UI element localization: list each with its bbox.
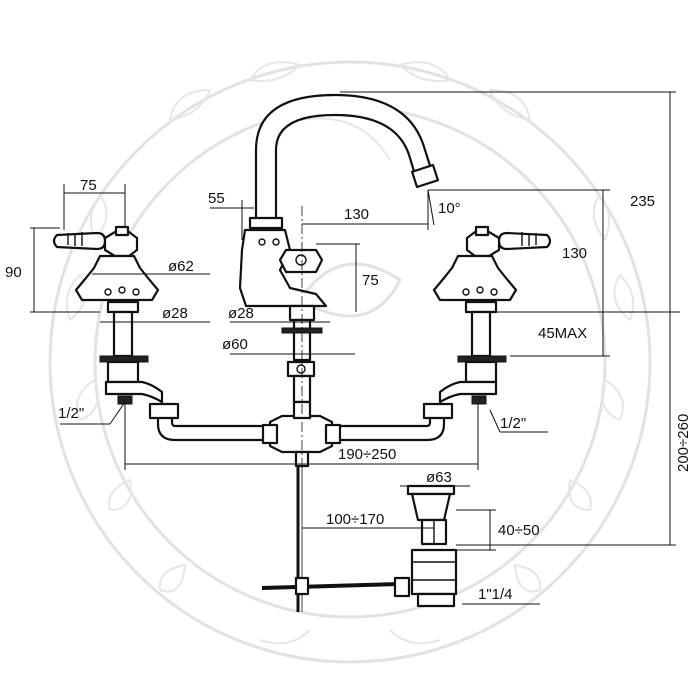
dim-max-deck-thickness: 45MAX [538, 325, 587, 342]
dim-spout-reach: 130 [344, 206, 369, 223]
dim-waste-thread: 1"1/4 [478, 586, 513, 603]
dim-spout-angle: 10° [438, 200, 461, 217]
dim-thread-left: 1/2" [58, 405, 84, 422]
dim-center-spacing: 190÷250 [338, 446, 396, 463]
dim-below-deck-height: 200÷260 [675, 414, 692, 472]
dim-overall-height: 235 [630, 193, 655, 210]
dim-waste-height: 40÷50 [498, 522, 540, 539]
dim-handle-height: 90 [5, 264, 22, 281]
dim-handle-width: 75 [80, 177, 97, 194]
waste-assembly [261, 466, 458, 612]
connection-pipes [148, 400, 454, 468]
dim-spout-stem-diameter: ø28 [228, 305, 254, 322]
dim-valve-body-diameter: ø62 [168, 258, 194, 275]
left-valve [52, 225, 164, 405]
spout [238, 93, 440, 404]
dim-spout-offset: 55 [208, 190, 225, 207]
dim-valve-stem-diameter: ø28 [162, 305, 188, 322]
dim-spout-base-diameter: ø60 [222, 336, 248, 353]
dim-waste-distance: 100÷170 [326, 511, 384, 528]
dim-spout-base-height: 75 [362, 272, 379, 289]
dimension-lines [30, 91, 680, 605]
dim-waste-diameter: ø63 [426, 469, 452, 486]
right-valve [432, 225, 552, 405]
dim-handle-total-height: 130 [562, 245, 587, 262]
dim-thread-right: 1/2" [500, 415, 526, 432]
